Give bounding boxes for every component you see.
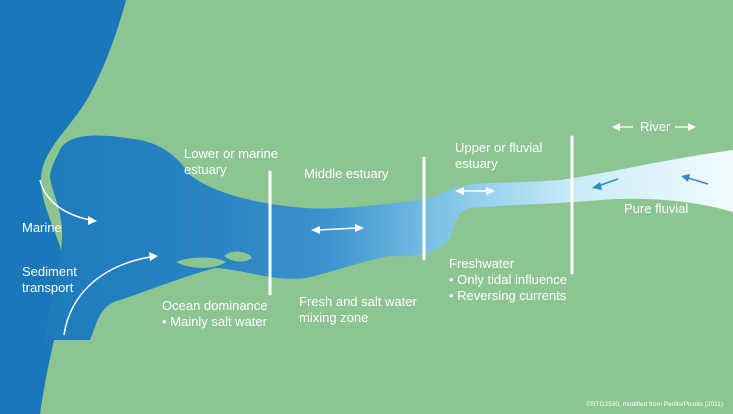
upper-arrowhead-right-icon (486, 187, 495, 195)
upper-arrowhead-left-icon (455, 187, 464, 195)
ocean (0, 0, 126, 414)
fresh-salt-mixing-label: Fresh and salt water mixing zone (299, 294, 417, 326)
sediment-line-1: Sediment (22, 264, 77, 279)
marine-arrow-icon (39, 179, 91, 221)
lower-estuary-line-2: estuary (184, 162, 227, 177)
river-label: River (640, 119, 671, 134)
sediment-arrowhead-icon (149, 252, 158, 261)
mixing-arrowhead-left-icon (311, 226, 320, 234)
mixing-arrowhead-right-icon (355, 224, 364, 232)
river-flow-arrowhead-icon (592, 182, 602, 190)
island (224, 251, 252, 262)
ocean-dominance-label: Ocean dominance • Mainly salt water (162, 298, 268, 330)
marine-arrowhead-icon (88, 216, 97, 225)
island (176, 257, 226, 268)
mixing-double-arrow-icon (317, 227, 358, 231)
river-flow-arrowhead-icon-2 (681, 174, 690, 182)
freshwater-line-3: • Reversing currents (449, 288, 567, 303)
sediment-line-2: transport (22, 280, 74, 295)
upper-estuary-line-2: estuary (455, 156, 498, 171)
credit-text: ©RTG2530, modified from Perillo/Picollo … (586, 401, 723, 408)
lower-estuary-label: Lower or marine estuary (184, 146, 278, 178)
river-flow-arrow-icon-2 (687, 177, 709, 185)
pure-fluvial-label: Pure fluvial (624, 201, 689, 216)
sediment-arrow-icon (63, 256, 151, 336)
ocean-dominance-line-2: • Mainly salt water (162, 314, 267, 329)
freshwater-label: Freshwater • Only tidal influence • Reve… (449, 256, 567, 304)
river-flow-arrow-icon (597, 178, 619, 187)
river-right-arrowhead-icon (688, 123, 696, 131)
upper-estuary-label: Upper or fluvial estuary (455, 140, 542, 172)
ocean-dominance-line-1: Ocean dominance (162, 298, 268, 313)
lower-estuary-line-1: Lower or marine (184, 146, 278, 161)
estuary-channel (44, 135, 733, 340)
fresh-salt-line-2: mixing zone (299, 310, 369, 325)
upper-estuary-line-1: Upper or fluvial (455, 140, 543, 155)
sediment-transport-label: Sediment transport (22, 264, 77, 296)
freshwater-line-2: • Only tidal influence (449, 272, 568, 287)
freshwater-line-1: Freshwater (449, 256, 515, 271)
fresh-salt-line-1: Fresh and salt water (299, 294, 417, 309)
river-left-arrowhead-icon (612, 123, 620, 131)
marine-label: Marine (22, 220, 62, 235)
middle-estuary-label: Middle estuary (304, 166, 389, 181)
